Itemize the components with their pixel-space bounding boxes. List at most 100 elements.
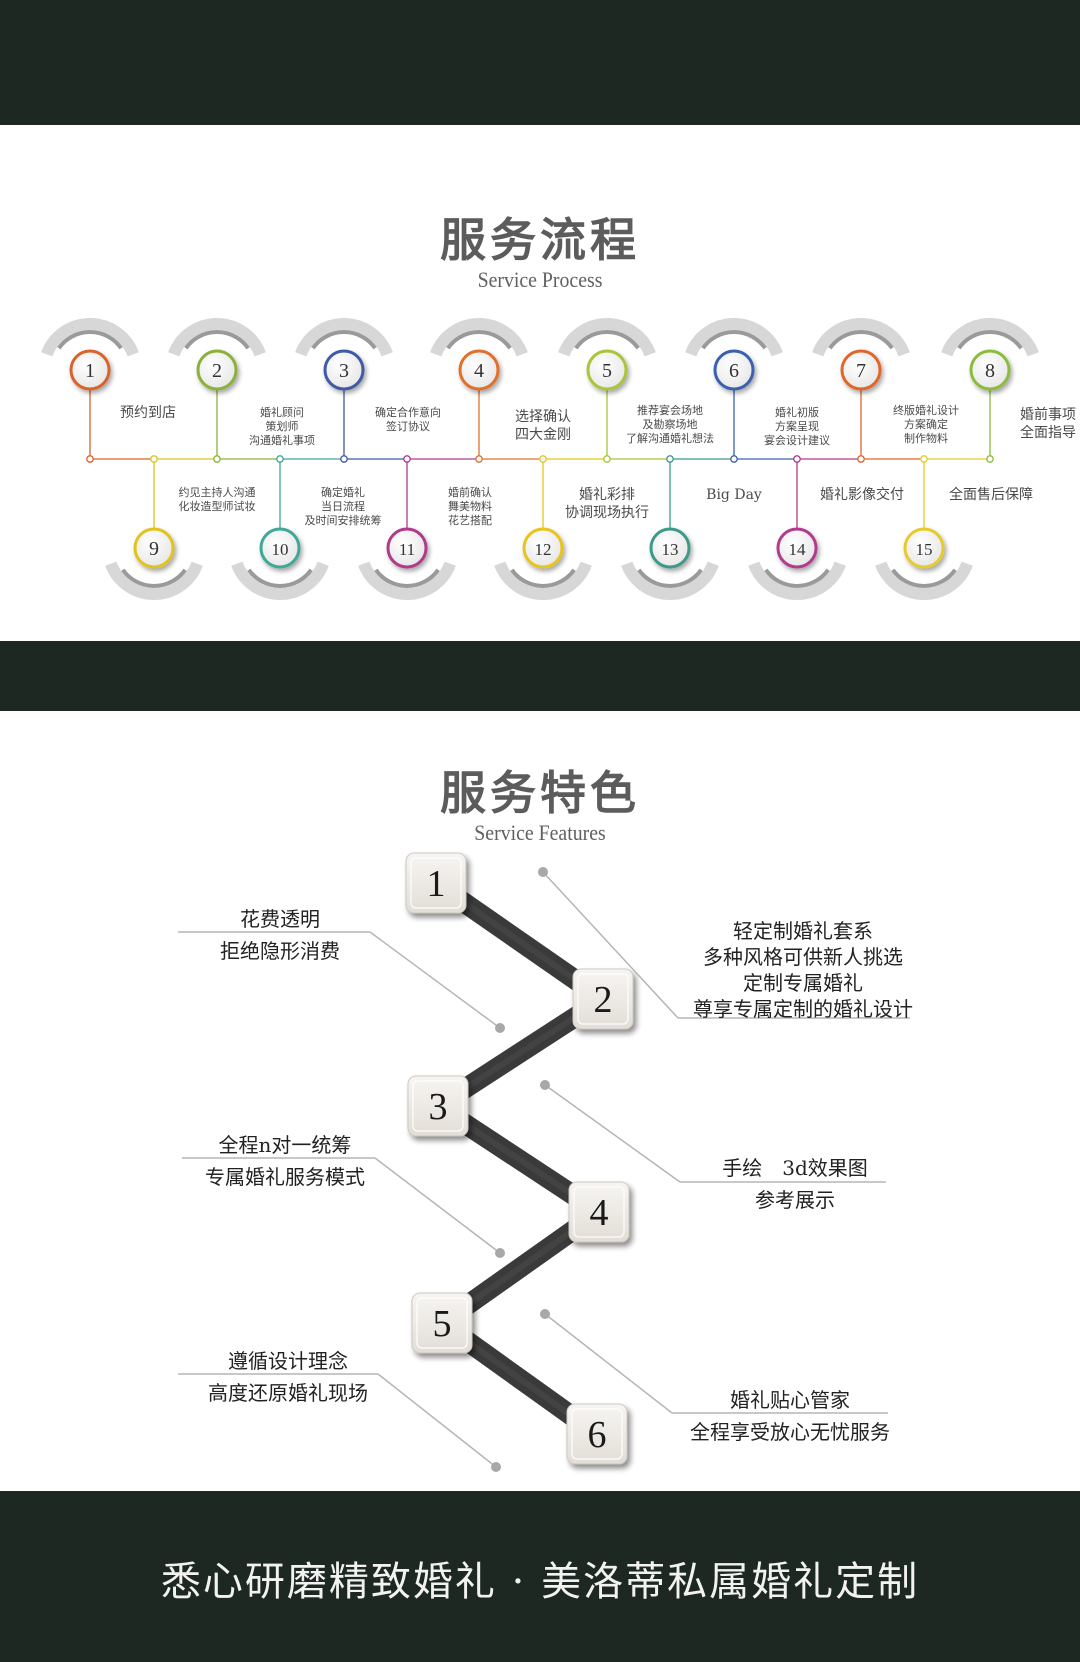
step-arc-inner — [637, 568, 703, 588]
step-arc — [494, 561, 592, 600]
step-arc — [168, 318, 266, 357]
step-node-10: 10 — [231, 455, 329, 600]
step-node-4: 4 — [430, 318, 528, 463]
timeline-dot — [857, 455, 865, 463]
feature-line: 拒绝隐形消费 — [220, 939, 340, 963]
process-section-title: 服务流程 Service Process — [0, 213, 1080, 293]
step-label-14: 婚礼影像交付 — [820, 487, 904, 503]
step-circle — [69, 349, 111, 391]
feature-box-2: 2 — [572, 968, 634, 1030]
step-circle — [776, 527, 818, 569]
feature-box-6: 6 — [566, 1403, 628, 1465]
feature-box-5: 5 — [411, 1292, 473, 1354]
feature-leader-4 — [540, 1080, 886, 1183]
step-number: 3 — [339, 360, 349, 382]
step-arc — [430, 318, 528, 357]
step-arc — [685, 318, 783, 357]
feature-line: 轻定制婚礼套系 — [733, 919, 873, 943]
step-node-2: 2 — [168, 318, 266, 463]
feature-line: 专属婚礼服务模式 — [205, 1165, 365, 1189]
step-number: 1 — [85, 360, 95, 382]
step-node-8: 8 — [941, 318, 1039, 463]
step-number: 15 — [916, 540, 933, 559]
feature-box-number: 2 — [594, 979, 613, 1021]
step-node-12: 12 — [494, 455, 592, 600]
step-arc — [812, 318, 910, 357]
step-arc-inner — [574, 330, 640, 350]
feature-box-bg — [407, 1075, 469, 1137]
step-number: 11 — [399, 540, 415, 559]
step-label-8: 婚前事项全面指导 — [1020, 407, 1076, 441]
step-circle — [649, 527, 691, 569]
feature-leader-2 — [538, 867, 910, 1019]
step-arc-inner — [184, 330, 250, 350]
timeline-dot — [340, 455, 348, 463]
step-circle — [458, 349, 500, 391]
feature-dot — [540, 1080, 550, 1090]
feature-text-4: 手绘 3d效果图参考展示 — [722, 1155, 868, 1213]
timeline-dot — [920, 455, 928, 463]
step-node-1: 1 — [41, 318, 139, 463]
feature-line: 全程享受放心无忧服务 — [690, 1420, 890, 1444]
step-number: 7 — [856, 360, 866, 382]
step-number: 12 — [535, 540, 552, 559]
step-arc — [558, 318, 656, 357]
top-dark-band — [0, 0, 1080, 125]
step-circle — [713, 349, 755, 391]
feature-box-number: 6 — [588, 1414, 607, 1456]
timeline-dot — [730, 455, 738, 463]
feature-line: 尊享专属定制的婚礼设计 — [693, 997, 913, 1021]
feature-box-bg — [566, 1403, 628, 1465]
feature-line: 婚礼贴心管家 — [730, 1388, 850, 1412]
feature-box-bg — [411, 1292, 473, 1354]
feature-leader-5 — [178, 1373, 501, 1472]
step-circle — [586, 349, 628, 391]
feature-box-number: 4 — [590, 1192, 609, 1234]
timeline-dot — [986, 455, 994, 463]
step-label-2: 婚礼顾问策划师沟通婚礼事项 — [249, 406, 315, 447]
step-label-1: 预约到店 — [120, 405, 176, 421]
step-number: 5 — [602, 360, 612, 382]
bottom-dark-band — [0, 1491, 1080, 1662]
feature-box-3: 3 — [407, 1075, 469, 1137]
step-arc — [941, 318, 1039, 357]
step-arc — [295, 318, 393, 357]
step-circle — [386, 527, 428, 569]
step-label-4: 选择确认四大金刚 — [515, 409, 571, 443]
step-arc — [748, 561, 846, 600]
step-arc-inner — [510, 568, 576, 588]
step-arc-inner — [701, 330, 767, 350]
features-title-cn: 服务特色 — [440, 766, 640, 820]
step-label-9: 约见主持人沟通化妆造型师试妆 — [178, 486, 256, 513]
feature-box-number: 5 — [433, 1303, 452, 1345]
step-number: 4 — [474, 360, 484, 382]
step-label-10: 确定婚礼当日流程及时间安排统筹 — [304, 486, 382, 527]
timeline-dot — [150, 455, 158, 463]
step-circle — [133, 527, 175, 569]
step-label-3: 确定合作意向签订协议 — [375, 406, 441, 433]
timeline-dot — [276, 455, 284, 463]
feature-leader-3 — [182, 1157, 505, 1258]
feature-line: 定制专属婚礼 — [743, 971, 863, 995]
step-label-12: 婚礼彩排协调现场执行 — [565, 487, 649, 521]
step-node-9: 9 — [105, 455, 203, 600]
step-number: 9 — [149, 538, 159, 560]
feature-leader-1 — [178, 931, 505, 1033]
step-arc-inner — [957, 330, 1023, 350]
step-label-13: Big Day — [706, 487, 762, 503]
timeline-dot — [403, 455, 411, 463]
feature-dot — [491, 1462, 501, 1472]
feature-text-2: 轻定制婚礼套系多种风格可供新人挑选定制专属婚礼尊享专属定制的婚礼设计 — [693, 918, 913, 1022]
step-circle — [522, 527, 564, 569]
feature-line: 手绘 3d效果图 — [722, 1156, 868, 1180]
step-number: 10 — [272, 540, 289, 559]
timeline-dot — [475, 455, 483, 463]
process-title-en: Service Process — [477, 267, 603, 292]
timeline-dot — [213, 455, 221, 463]
step-arc-inner — [891, 568, 957, 588]
step-label-5: 推荐宴会场地及勘察场地了解沟通婚礼想法 — [626, 404, 714, 445]
footer-slogan: 悉心研磨精致婚礼 · 美洛蒂私属婚礼定制 — [160, 1559, 920, 1605]
step-arc — [41, 318, 139, 357]
